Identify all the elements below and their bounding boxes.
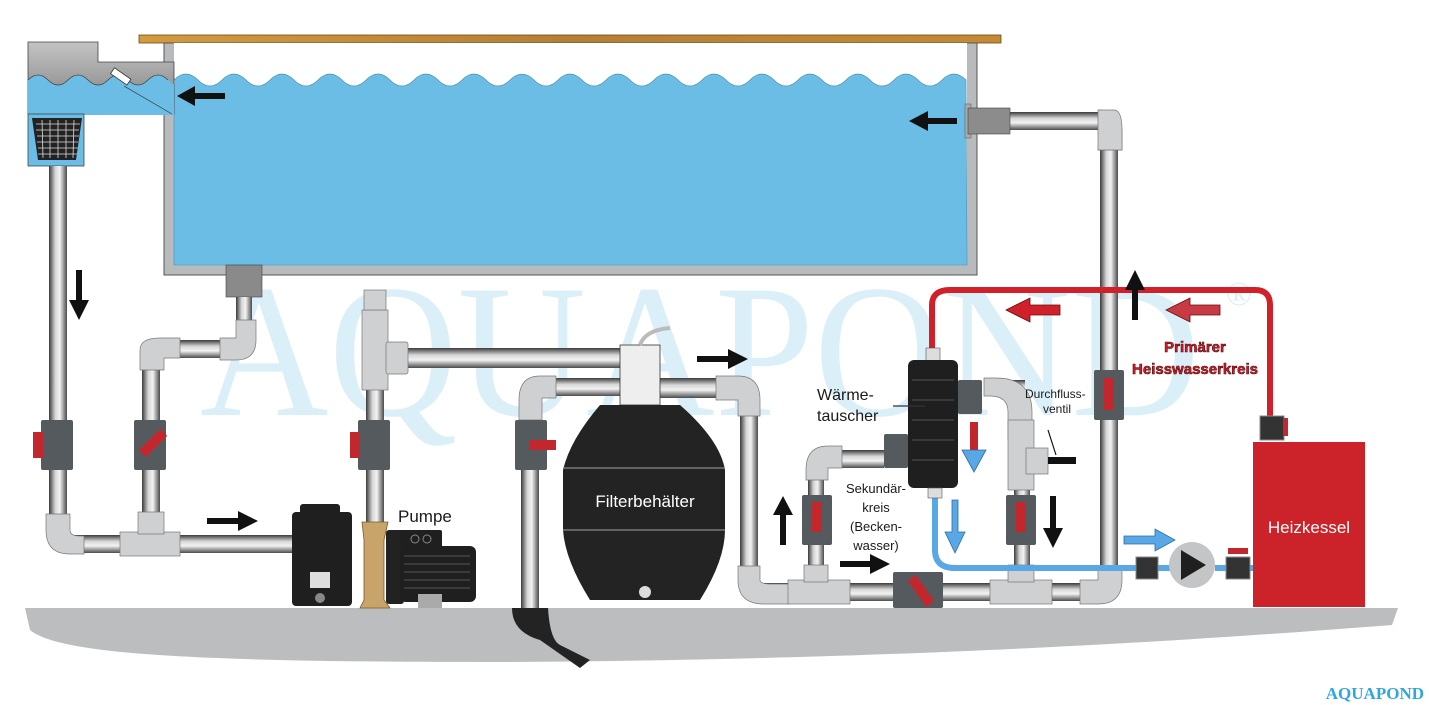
ball-valves [33, 370, 1288, 608]
pool-deck [138, 34, 1002, 44]
valve-drain [134, 420, 168, 470]
arrow-hx-down-red [970, 422, 978, 450]
flow-valve-label-1: Durchfluss- [1025, 387, 1086, 401]
flow-valve-pointer [1047, 429, 1057, 456]
fittings [45, 109, 1123, 605]
arrow-filter-out [697, 349, 748, 369]
secondary-label-3: (Becken- [850, 519, 902, 534]
secondary-label-2: kreis [862, 500, 890, 515]
skimmer [27, 41, 175, 167]
arrow-secondary-right [840, 554, 890, 574]
arrow-cooled-down [944, 499, 966, 554]
flow-valve-label-2: ventil [1043, 402, 1071, 416]
valve-secondary-in [802, 495, 832, 545]
flow-arrows [69, 86, 1221, 574]
primary-label-2: Heisswasserkreis [1132, 361, 1258, 378]
pump [292, 504, 476, 609]
valve-pump-out [350, 420, 390, 470]
heat-exchanger-label-2: tauscher [817, 408, 879, 425]
valve-filter [515, 420, 556, 470]
valve-boiler-top [1259, 415, 1288, 441]
circulation-pump [1169, 542, 1215, 588]
ground [25, 608, 1398, 662]
primary-circuit [929, 287, 1273, 418]
arrow-skimmer-in [177, 86, 225, 106]
arrow-primary-left-1 [1005, 297, 1061, 323]
filter-tank [512, 326, 725, 668]
pump-label: Pumpe [398, 507, 452, 526]
valve-return [1094, 370, 1124, 420]
arrow-hx-down-blue [961, 449, 987, 473]
valve-bottom [893, 572, 943, 608]
arrow-to-pump [207, 511, 258, 531]
aquapond-logo: AQUAPOND [1326, 684, 1424, 703]
arrow-cooled-right [1123, 528, 1176, 552]
boiler-label: Heizkessel [1268, 518, 1350, 537]
secondary-label-4: wasser) [852, 538, 899, 553]
arrow-suction-down [69, 270, 89, 320]
flow-valve-handle [1048, 457, 1076, 464]
filter-label: Filterbehälter [595, 492, 695, 511]
primary-label-1: Primärer [1164, 339, 1226, 356]
arrow-bypass-down [1043, 496, 1063, 548]
arrow-secondary-up [773, 496, 793, 545]
valve-circ-in [1135, 556, 1159, 580]
boiler [1253, 442, 1365, 607]
valve-boiler-bottom [1225, 548, 1251, 580]
heat-exchanger-label-1: Wärme- [817, 387, 874, 404]
arrow-inlet-return [909, 111, 957, 131]
arrow-primary-left-2 [1165, 297, 1221, 323]
valve-bypass [1006, 495, 1036, 545]
arrow-return-up [1125, 270, 1145, 320]
valve-skimmer [33, 420, 73, 470]
pool-water [173, 73, 968, 266]
watermark-registered-mark: ® [1226, 276, 1252, 313]
secondary-label-1: Sekundär- [846, 481, 906, 496]
heat-exchanger [884, 347, 982, 499]
